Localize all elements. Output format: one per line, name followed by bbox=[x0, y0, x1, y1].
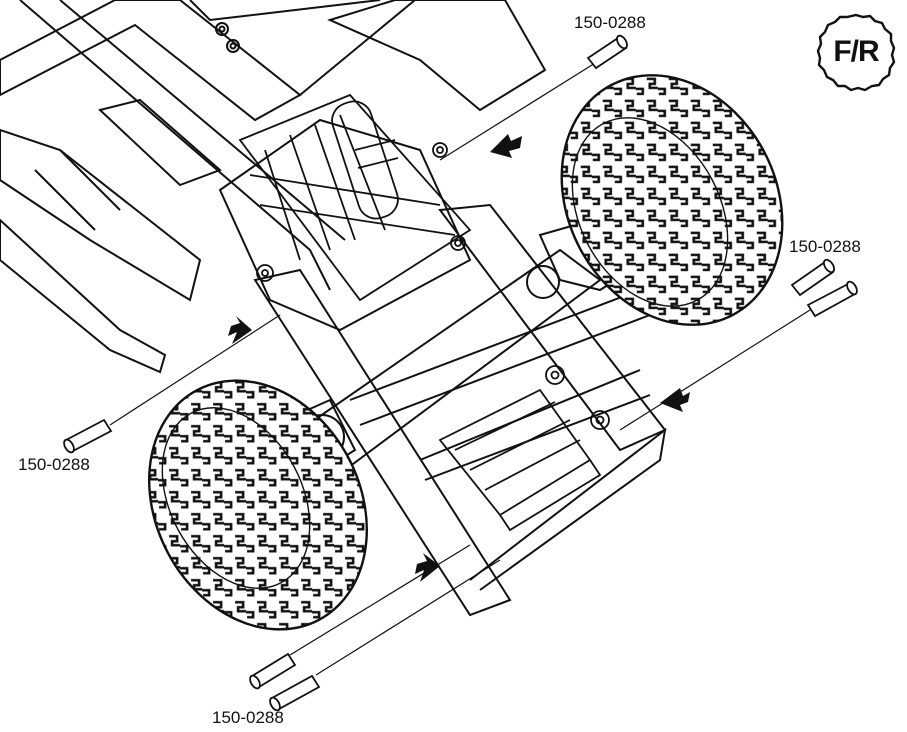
arrow-bottom bbox=[415, 553, 440, 582]
pin-right-2 bbox=[619, 280, 858, 431]
upper-body-frame bbox=[0, 0, 547, 374]
badge-label: F/R bbox=[833, 35, 879, 68]
arrow-left bbox=[228, 316, 252, 344]
badge-circle-icon bbox=[816, 13, 896, 92]
pin-left bbox=[63, 314, 281, 454]
pin-top bbox=[439, 34, 628, 161]
pin-bottom-2 bbox=[269, 559, 501, 712]
tire-right bbox=[560, 74, 784, 326]
part-number-left: 150-0288 bbox=[18, 455, 90, 474]
arrow-top bbox=[490, 134, 522, 158]
front-rear-badge: F/R bbox=[816, 12, 896, 92]
chassis-rails bbox=[253, 203, 667, 617]
arrow-right bbox=[660, 388, 690, 412]
pin-right-1 bbox=[790, 258, 836, 297]
transmission bbox=[238, 93, 472, 302]
part-number-right: 150-0288 bbox=[789, 237, 861, 256]
part-number-bottom: 150-0288 bbox=[212, 708, 284, 727]
part-number-top: 150-0288 bbox=[574, 13, 646, 32]
pin-bottom-1 bbox=[249, 544, 471, 690]
motor-assembly bbox=[438, 365, 610, 532]
tire-left bbox=[148, 379, 368, 631]
